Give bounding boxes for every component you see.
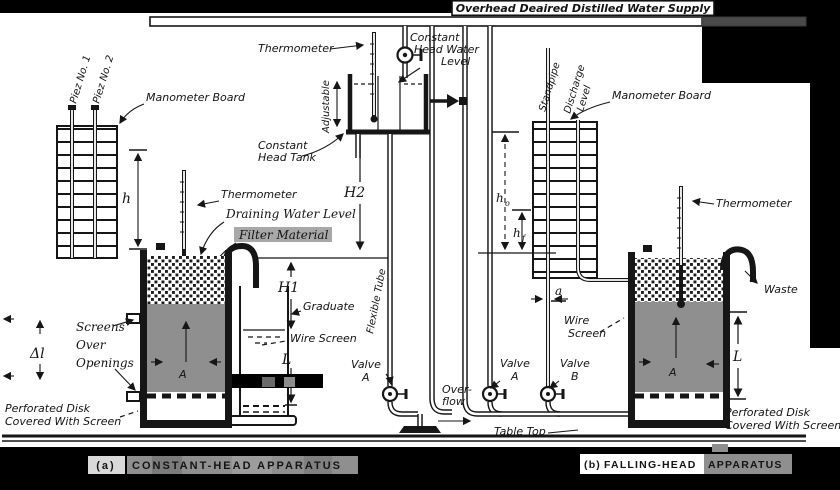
right-thermometer-label: Thermometer [716, 197, 793, 210]
filter-material-layer [147, 256, 225, 304]
flexible-tube [387, 134, 441, 433]
delta-l-label: Δl [29, 346, 45, 362]
constant-head-tank [346, 74, 467, 158]
right-manometer-board-label: Manometer Board [612, 89, 712, 102]
supply-valve [396, 46, 423, 64]
soil-sample [635, 302, 723, 392]
right-soil-area-label: A [668, 366, 677, 379]
left-port-annotations: Screens Over Openings Δl Perforated Disk… [2, 314, 139, 428]
right-permeameter-tank: A [628, 245, 730, 428]
piezometer-port-lower [126, 391, 141, 402]
h-o-sub: o [505, 199, 510, 208]
caption-a: (a) CONSTANT-HEAD APPARATUS [88, 456, 358, 474]
chwl-line3: Level [441, 55, 470, 68]
overhead-supply-label: Overhead Deaired Distilled Water Supply [456, 2, 711, 15]
adjustable-label: Adjustable [321, 80, 332, 134]
center-valve-a-line2: A [361, 371, 370, 384]
center-l-label: L [281, 352, 291, 368]
redaction-bar [231, 374, 323, 388]
filter-material-label: Filter Material [238, 228, 329, 242]
graduate-label: Graduate [303, 300, 355, 313]
right-wire-line2: Screen [568, 327, 606, 340]
valve-b-line2: B [571, 370, 579, 383]
filter-material-highlight [234, 227, 332, 242]
supply-drop-pipes [402, 26, 493, 417]
thermometer-bulb [370, 115, 378, 123]
tank-knob [643, 245, 652, 252]
screens-line2: Over [76, 338, 107, 352]
overflow-line1: Over- [442, 383, 472, 396]
left-level-annotations: Draining Water Level Filter Material [199, 207, 356, 268]
overhead-supply-pipe [149, 16, 807, 27]
caption-b: (b) FALLING-HEAD APPARATUS [580, 444, 792, 474]
right-waste: Waste [720, 246, 798, 296]
center-valve-a-line1: Valve [351, 358, 381, 371]
caption-b-title-main: FALLING-HEAD [604, 459, 697, 471]
overflow-line2: flow [442, 395, 465, 408]
a-dim-label: a [555, 284, 562, 298]
cht-line2: Head Tank [258, 151, 317, 164]
drain-stand-foot [399, 426, 441, 433]
right-manometer-board: Standpipe Discharge Level Manometer Boar… [532, 48, 712, 386]
thermometer-bulb [677, 300, 685, 308]
h-dim-label: h [122, 191, 131, 207]
chwl-line2: Head Water [414, 43, 480, 56]
clamp-wingnut [447, 94, 459, 108]
h-f-sub: f [521, 234, 527, 243]
chwl-line1: Constant [410, 31, 460, 44]
valve-b-line1: Valve [560, 357, 590, 370]
h-o-label: h [496, 191, 504, 205]
cht-line1: Constant [258, 139, 308, 152]
center-wire-screen-label: Wire Screen [290, 332, 357, 345]
right-wire-line1: Wire [564, 314, 589, 327]
right-perforated-line1: Perforated Disk [725, 406, 811, 419]
right-valve-a [481, 385, 507, 403]
draining-water-level-label: Draining Water Level [225, 207, 356, 221]
right-head-dimensions: h o h f a [478, 131, 568, 304]
h-f-label: h [513, 226, 521, 240]
left-perforated-line1: Perforated Disk [5, 402, 91, 415]
caption-b-prefix: (b) [584, 459, 601, 471]
left-soil-area-label: A [178, 368, 187, 381]
screens-line3: Openings [76, 356, 134, 370]
right-l-dimension: L Perforated Disk Covered With Screen [725, 311, 840, 432]
valve-a-line1: Valve [500, 357, 530, 370]
screens-line1: Screens [76, 320, 125, 334]
right-wire-screen: Wire Screen [564, 314, 625, 340]
waste-label: Waste [764, 283, 798, 296]
left-manometer-board: Piez No. 1 Piez No. 2 [56, 54, 118, 259]
caption-b-title-tail: APPARATUS [708, 459, 783, 471]
right-valve-b [539, 385, 565, 403]
left-permeameter-tank: A [126, 243, 232, 428]
caption-a-title: CONSTANT-HEAD APPARATUS [132, 460, 342, 472]
left-board-annotations: Manometer Board h [119, 91, 246, 250]
left-thermometer-label: Thermometer [221, 188, 298, 201]
left-perforated-line2: Covered With Screen [5, 415, 121, 428]
left-manometer-board-label: Manometer Board [146, 91, 246, 104]
graduate-cylinder [229, 286, 297, 426]
valve-a-center [381, 385, 408, 403]
tank-knob [156, 243, 165, 250]
center-thermometer-label: Thermometer [258, 42, 335, 55]
table-surface [2, 434, 806, 442]
right-thermometer: Thermometer [677, 186, 793, 308]
overhead-supply-label-box: Overhead Deaired Distilled Water Supply [451, 0, 715, 17]
caption-a-prefix: (a) [96, 460, 115, 472]
right-l-label: L [732, 349, 742, 365]
h2-label: H2 [343, 185, 365, 201]
right-perforated-line2: Covered With Screen [725, 419, 840, 432]
valve-a-line2: A [510, 370, 519, 383]
